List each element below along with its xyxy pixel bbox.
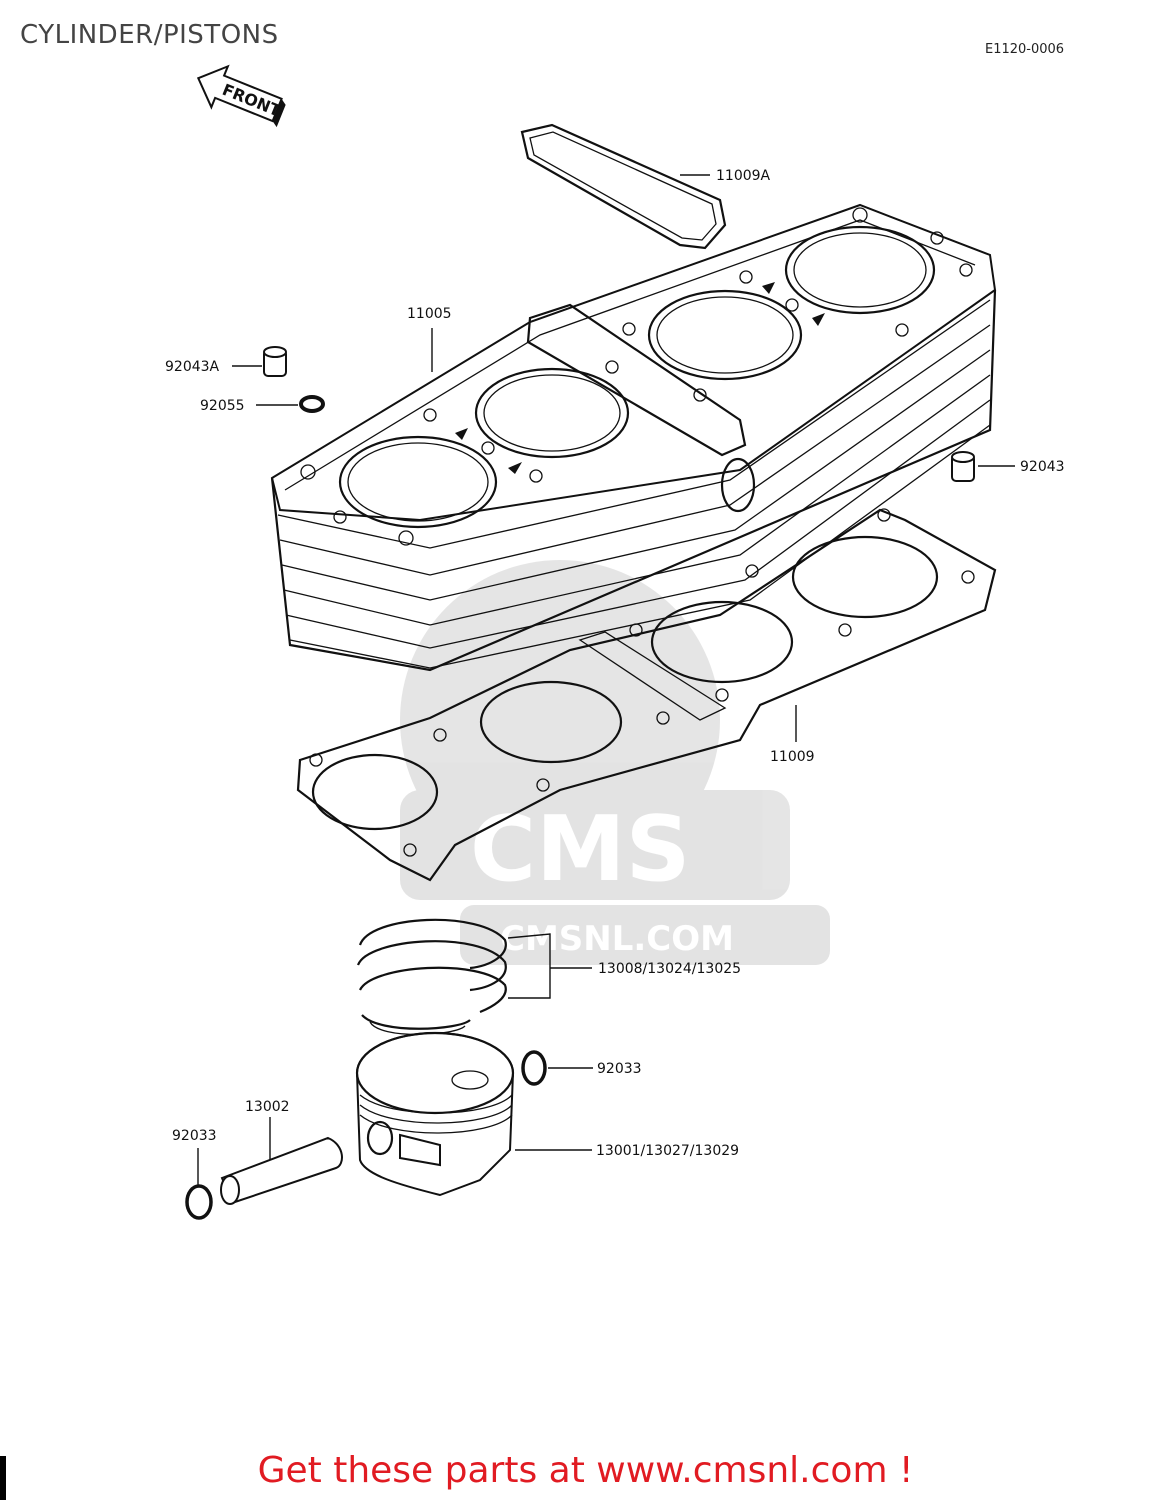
callout-92055: 92055 bbox=[200, 398, 245, 414]
o-ring-92055 bbox=[299, 395, 325, 413]
gasket-11009 bbox=[296, 508, 997, 882]
footer-link[interactable]: Get these parts at www.cmsnl.com ! bbox=[257, 1450, 914, 1491]
diagram-code: E1120-0006 bbox=[985, 42, 1065, 57]
watermark-brand: CMS bbox=[470, 797, 690, 902]
circlip-92033-left bbox=[185, 1184, 213, 1220]
callout-13002: 13002 bbox=[245, 1099, 290, 1115]
circlip-92033-right bbox=[521, 1050, 547, 1086]
dowel-92043a bbox=[263, 346, 287, 377]
front-arrow: FRONT bbox=[196, 64, 286, 128]
watermark-site: CMSNL.COM bbox=[500, 919, 734, 959]
callout-piston: 13001/13027/13029 bbox=[596, 1143, 739, 1159]
callout-ring-set: 13008/13024/13025 bbox=[598, 961, 741, 977]
callout-92033-right: 92033 bbox=[597, 1061, 642, 1077]
callout-11005: 11005 bbox=[407, 306, 452, 322]
piston bbox=[355, 1031, 515, 1197]
page-title: CYLINDER/PISTONS bbox=[20, 20, 279, 50]
gasket-11009a bbox=[520, 123, 727, 250]
cylinder-block bbox=[270, 203, 997, 672]
dowel-92043 bbox=[951, 451, 975, 482]
callout-92043a: 92043A bbox=[165, 359, 220, 375]
callout-11009a: 11009A bbox=[716, 168, 771, 184]
piston-pin bbox=[220, 1136, 343, 1205]
corner-mark bbox=[0, 1456, 6, 1500]
piston-rings bbox=[356, 918, 507, 1036]
callout-11009: 11009 bbox=[770, 749, 815, 765]
callout-92033-left: 92033 bbox=[172, 1128, 217, 1144]
callout-92043: 92043 bbox=[1020, 459, 1065, 475]
cms-watermark: CMS CMSNL.COM bbox=[400, 560, 830, 965]
leader-ring-set bbox=[507, 933, 592, 999]
